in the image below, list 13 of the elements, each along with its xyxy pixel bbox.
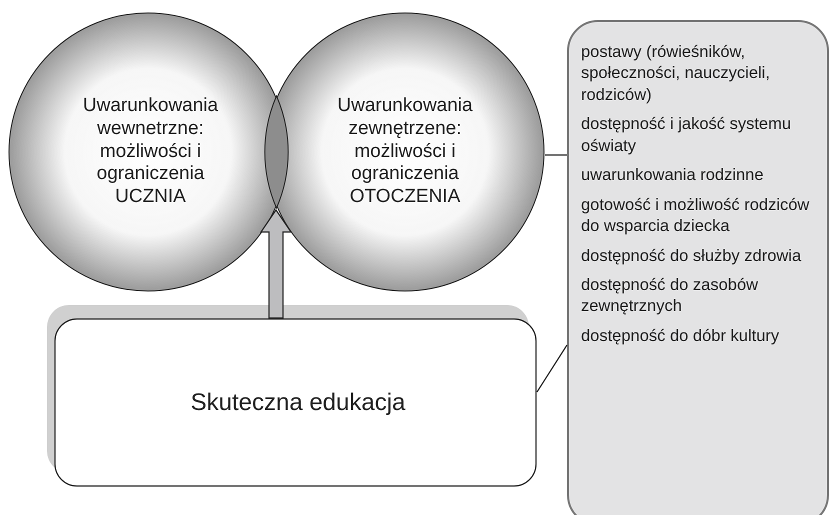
connector-line — [545, 154, 567, 156]
list-item: dostępność do zasobów zewnętrznych — [581, 274, 760, 318]
connector-line — [536, 344, 568, 392]
node-label: Uwarunkowania wewnetrzne: możliwości i ograniczenia UCZNIA — [82, 95, 220, 209]
list-item: postawy (rówieśników, społeczności, nauczycieli, rodziców) — [581, 42, 771, 106]
list-item: dostępność do służby zdrowia — [581, 246, 802, 266]
node-label: Uwarunkowania zewnętrzene: możliwości i ograniczenia OTOCZENIA — [336, 95, 474, 209]
node-label: Skuteczna edukacja — [190, 388, 406, 418]
list-item: dostępność do dóbr kultury — [581, 326, 780, 347]
list-item: uwarunkowania rodzinne — [581, 165, 765, 186]
list-item: dostępność i jakość systemu oświaty — [581, 114, 792, 157]
list-item: gotowość i możliwość rodziców do wsparcia dziecka — [581, 194, 810, 238]
block-arrow — [260, 208, 292, 319]
